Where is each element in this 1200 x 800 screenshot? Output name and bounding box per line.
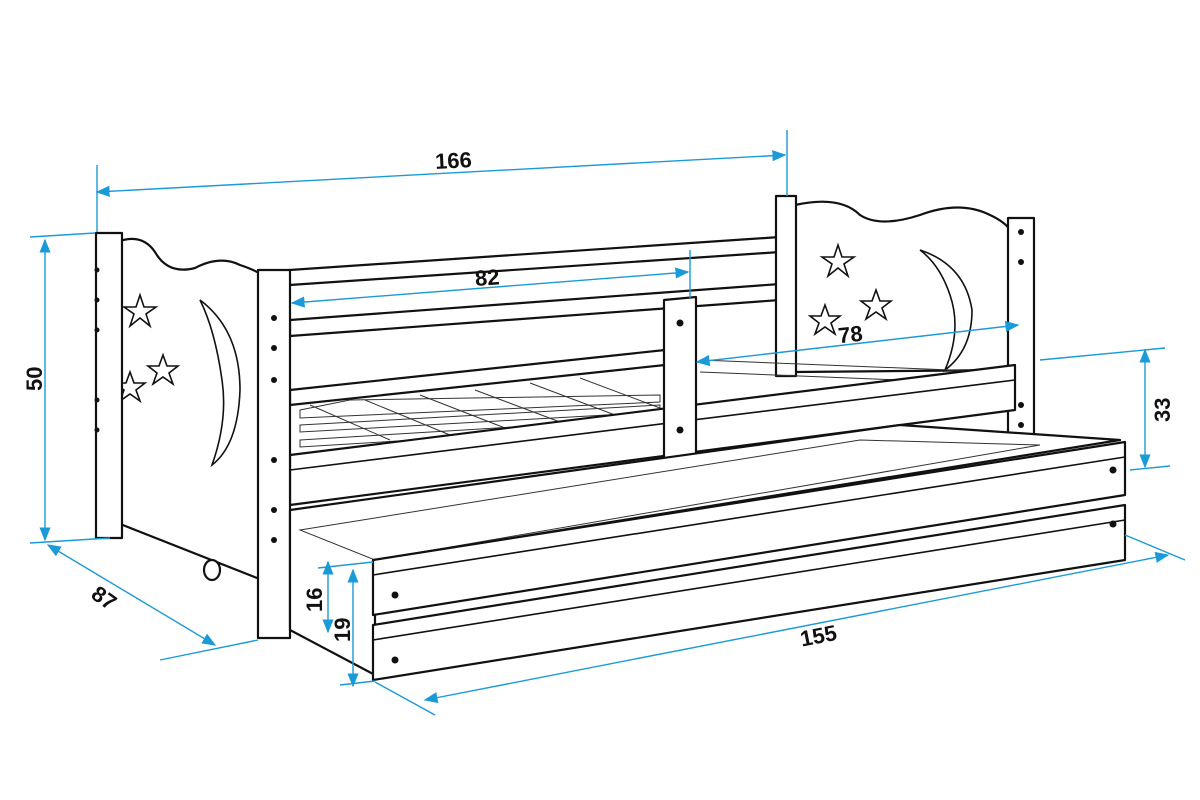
bed-drawing xyxy=(94,194,1127,682)
label-82: 82 xyxy=(474,264,500,291)
label-166: 166 xyxy=(434,147,472,174)
dim-166 xyxy=(95,150,787,197)
label-50: 50 xyxy=(22,367,47,391)
caster-wheel xyxy=(202,558,222,582)
back-rail-top xyxy=(258,235,782,289)
star-icon xyxy=(145,352,181,387)
left-front-post xyxy=(256,268,292,640)
star-icon xyxy=(819,242,857,279)
back-rail-middle xyxy=(288,282,782,338)
front-rail-middle xyxy=(288,348,667,407)
dim-82 xyxy=(290,267,690,308)
label-33: 33 xyxy=(1150,398,1175,422)
star-icon xyxy=(121,292,159,329)
dim-78 xyxy=(695,320,1020,367)
label-155: 155 xyxy=(798,620,839,652)
dimension-labels: 166 82 78 50 33 87 155 16 19 xyxy=(22,147,1175,651)
dim-155 xyxy=(423,551,1170,704)
left-back-post xyxy=(94,231,124,540)
star-icon xyxy=(858,287,894,322)
label-19: 19 xyxy=(330,618,355,642)
right-back-post xyxy=(774,194,798,378)
moon-cutout-left xyxy=(199,299,241,468)
label-16: 16 xyxy=(302,588,327,612)
dimension-lines xyxy=(29,130,1186,716)
dim-87 xyxy=(46,544,217,646)
label-78: 78 xyxy=(837,321,864,348)
